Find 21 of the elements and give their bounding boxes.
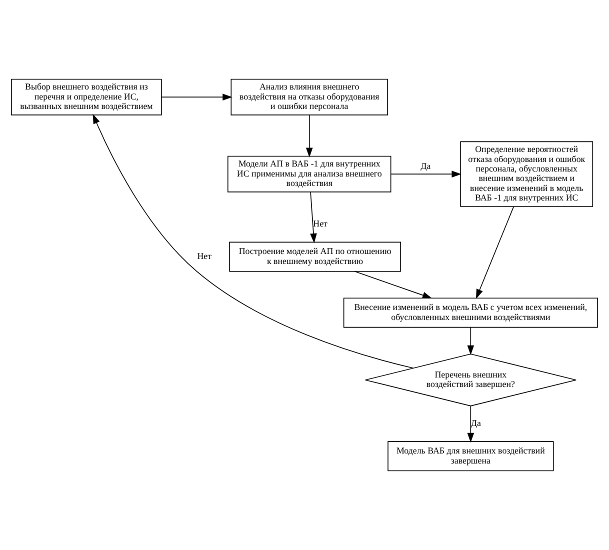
arrow [390, 170, 462, 178]
arrow [92, 114, 414, 369]
node-box: Анализ влияния внешнего воздействия на отказы оборудования и ошибки персонала [230, 78, 388, 116]
edge-label: Да [420, 161, 431, 172]
edge-label: Нет [313, 218, 328, 229]
edge-label: Нет [197, 251, 212, 262]
edge-label: Да [470, 418, 481, 428]
arrow [306, 114, 313, 158]
arrow [161, 94, 232, 100]
node-diamond: Перечень внешних воздействий завершен? [364, 354, 576, 406]
arrow [467, 327, 474, 356]
node-box: Модели АП в ВАБ -1 для внутренних ИС применимы для анализа внешнего воздействия [228, 156, 392, 192]
node-box: Внесение изменений в модель ВАБ с учетом всех изменений, обусловленных внешними воздействиями [343, 298, 598, 328]
node-box: Выбор внешнего воздействия из перечня и определение ИС, вызванных внешним воздействием [11, 78, 162, 116]
node-box: Определение вероятностей отказа оборудования и ошибок персонала, обусловленных внешним воздействием и внесение изменений в модель ВАБ -1 для внутренних ИС [460, 141, 594, 207]
arrow [476, 206, 514, 299]
node-box: Построение моделей АП по отношению к внешнему воздействию [229, 242, 401, 272]
node-box: Модель ВАБ для внешних воздействий завершена [388, 441, 554, 472]
arrow [354, 271, 432, 298]
arrow [310, 192, 317, 244]
arrow [467, 406, 474, 443]
